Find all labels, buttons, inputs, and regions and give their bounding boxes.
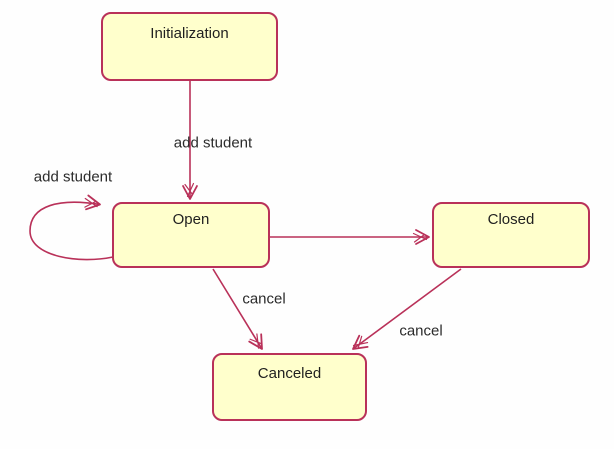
transition-open-self-loop (29, 194, 114, 261)
transition-label-add-student-init-open: add student (173, 134, 253, 152)
transition-label-add-student-self-loop: add student (33, 168, 113, 186)
state-label-canceled: Canceled (257, 365, 322, 382)
state-node-canceled: Canceled (212, 353, 367, 421)
transition-closed-to-canceled (352, 268, 462, 350)
transition-label-cancel-open-canceled: cancel (242, 290, 286, 308)
transition-open-to-canceled (212, 268, 263, 350)
state-node-initialization: Initialization (101, 12, 278, 81)
state-node-open: Open (112, 202, 270, 268)
state-label-open: Open (172, 211, 210, 228)
transition-label-cancel-closed-canceled: cancel (399, 322, 443, 340)
state-label-initialization: Initialization (150, 25, 229, 42)
state-label-closed: Closed (487, 211, 535, 228)
state-node-closed: Closed (432, 202, 590, 268)
